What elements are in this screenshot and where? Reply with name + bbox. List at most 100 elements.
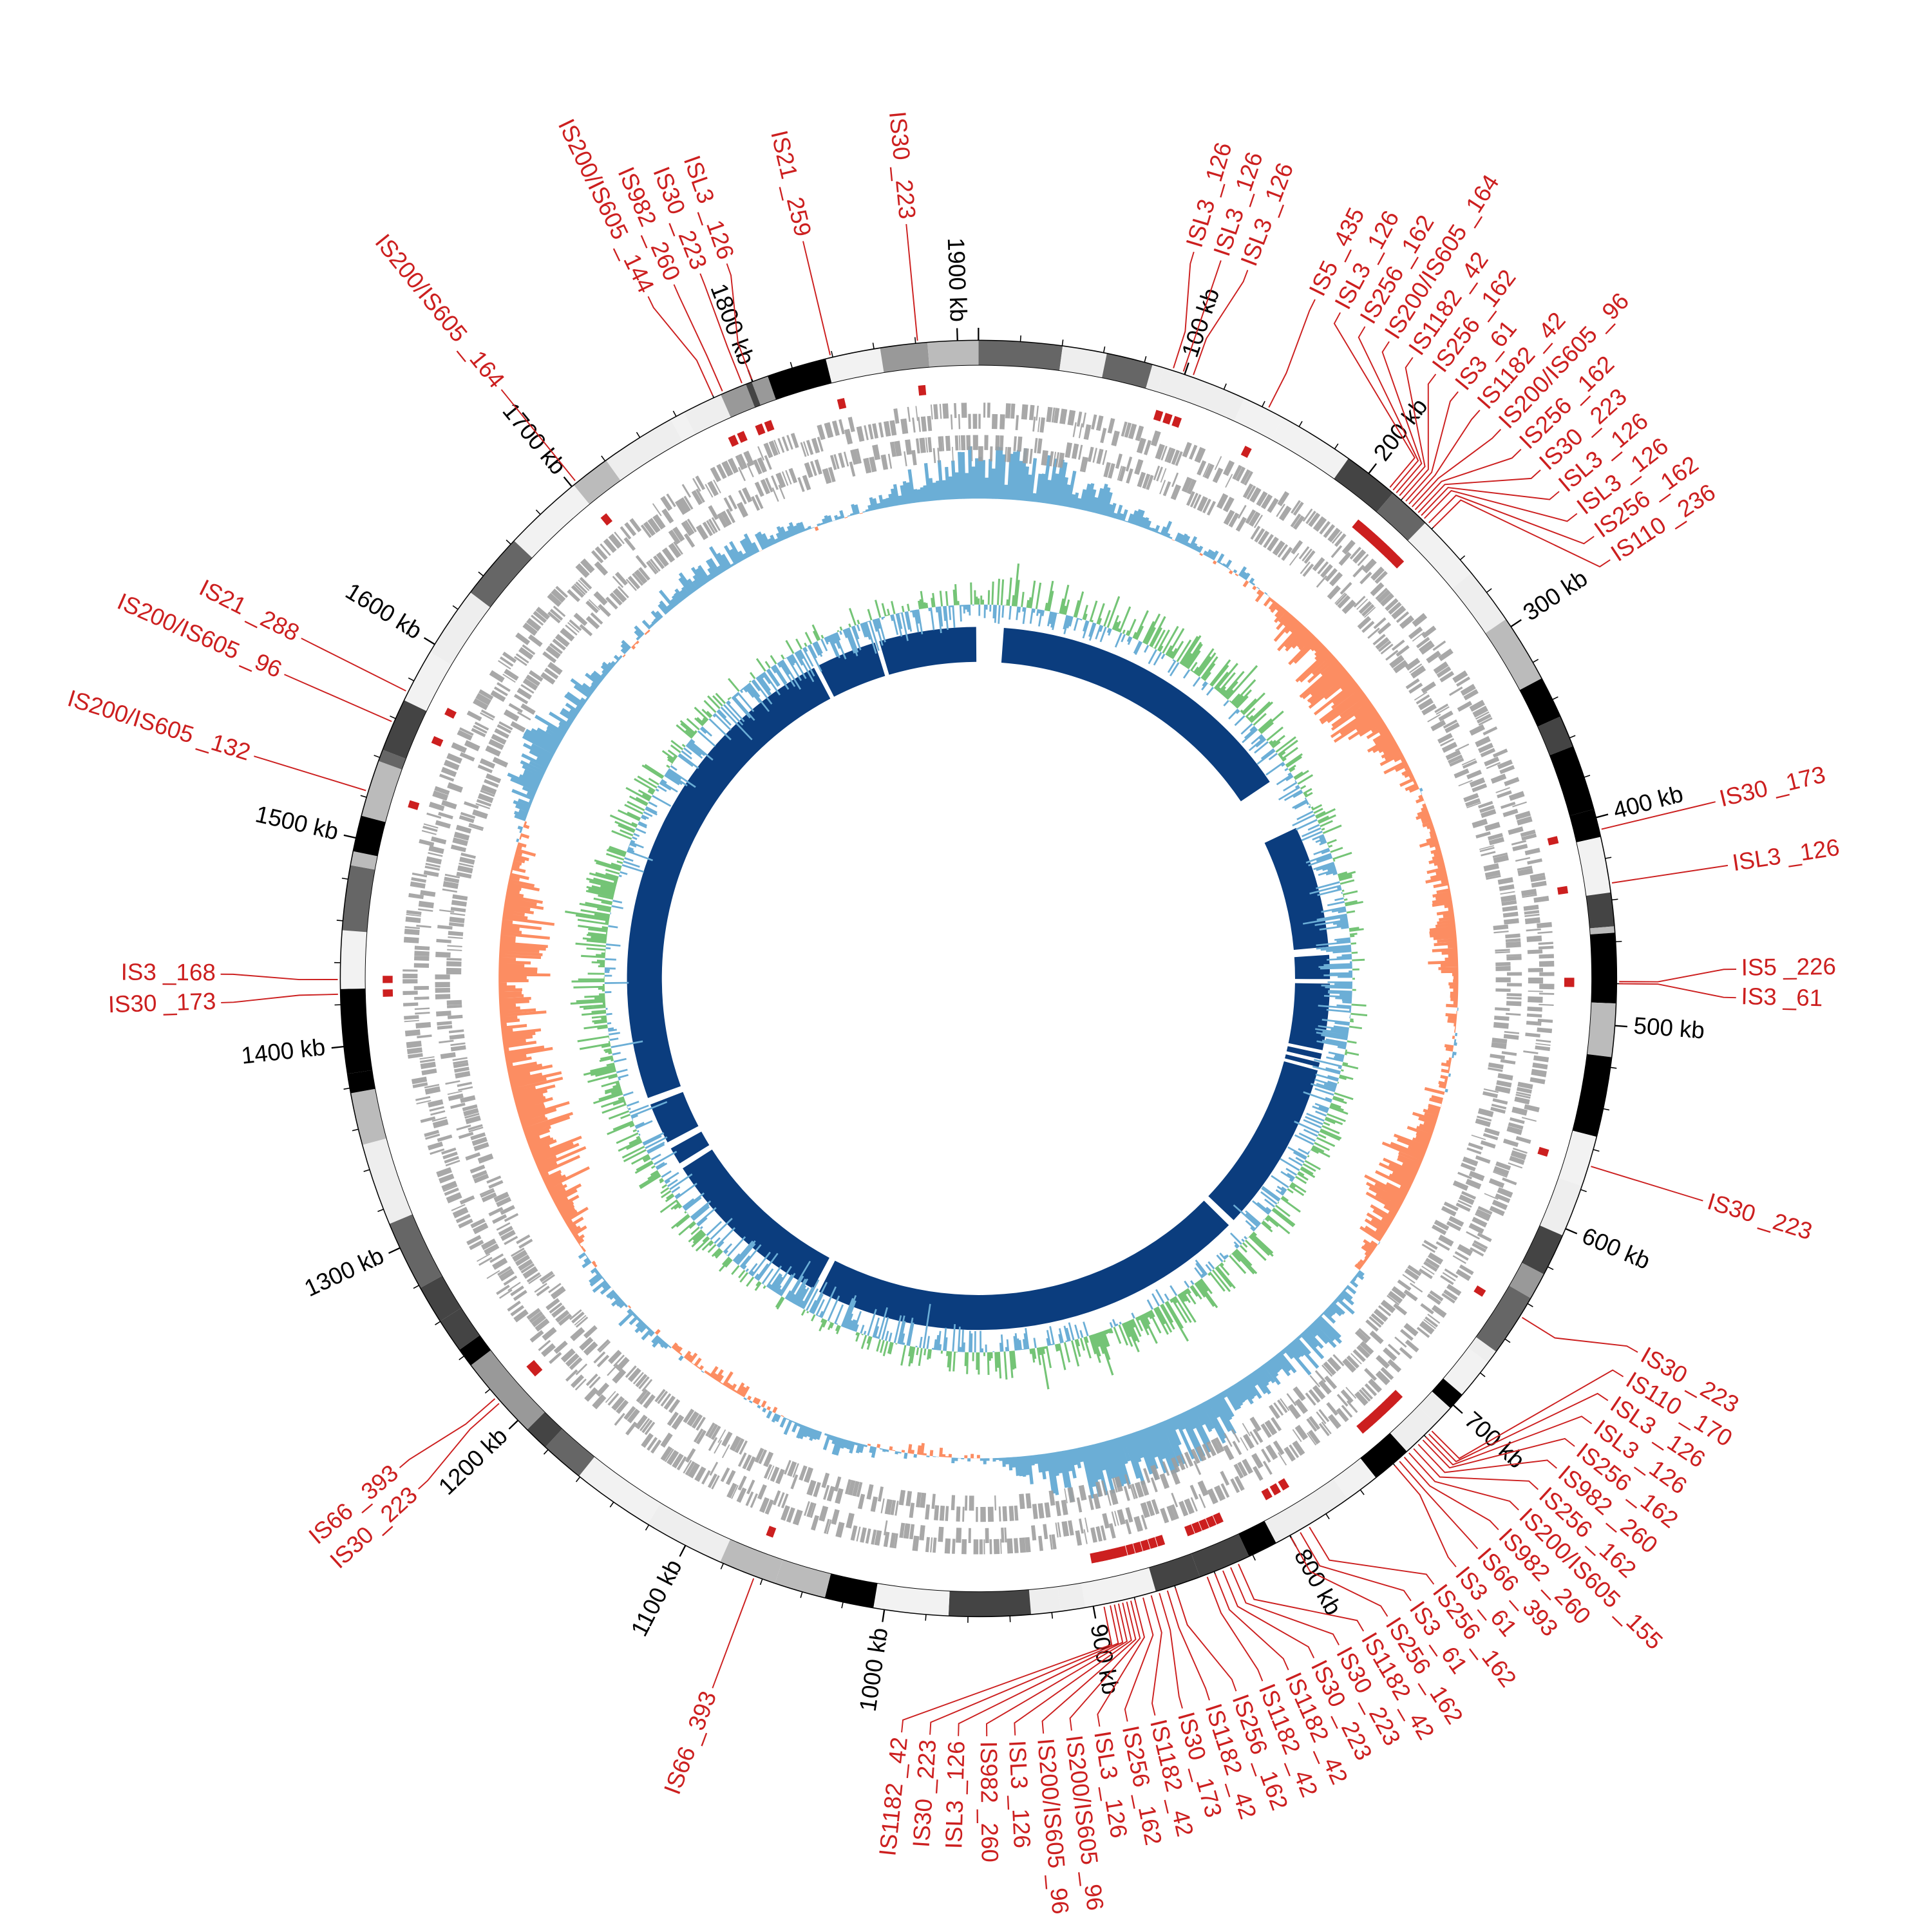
ideogram-band: [350, 1088, 387, 1145]
ideogram-band: [1146, 364, 1164, 392]
major-tick: [1368, 463, 1378, 474]
ideogram-band: [1360, 1433, 1407, 1478]
is-leader-line: [929, 1605, 1119, 1735]
is-leader-line: [673, 284, 723, 392]
is-element-label: IS30 _223: [884, 110, 921, 220]
is-marker: [1369, 535, 1382, 547]
is-marker: [1387, 552, 1400, 565]
major-tick: [331, 1045, 345, 1049]
is-leader-line: [1591, 1166, 1703, 1202]
minor-tick: [1359, 1489, 1365, 1495]
tick-label: 1700 kb: [497, 398, 571, 480]
ideogram-band: [775, 1559, 831, 1598]
ideogram-band: [1059, 346, 1107, 378]
is-marker: [1372, 537, 1385, 550]
is-marker: [1206, 1515, 1217, 1528]
is-element-label: IS66 _393: [659, 1687, 721, 1797]
is-leader-line: [221, 993, 338, 1003]
is-marker: [1198, 1519, 1209, 1531]
ideogram-band: [873, 1583, 950, 1616]
is-leader-line: [1124, 1597, 1154, 1722]
minor-tick: [1479, 1372, 1486, 1378]
minor-tick: [535, 509, 541, 515]
is-marker: [600, 513, 613, 526]
is-leader-line: [901, 1606, 1113, 1733]
is-leader-line: [1433, 499, 1611, 568]
is-marker: [1356, 1421, 1368, 1434]
is-marker: [1382, 1397, 1395, 1410]
minor-tick: [1298, 421, 1303, 427]
is-leader-line: [1159, 1593, 1183, 1709]
minor-tick: [1504, 1338, 1511, 1343]
minor-tick: [1569, 735, 1576, 739]
ideogram-band: [752, 375, 776, 406]
ideogram-band: [342, 865, 375, 933]
minor-tick: [413, 1285, 419, 1289]
ideogram-band: [340, 989, 372, 1074]
is-marker: [1375, 540, 1388, 553]
is-marker: [1537, 1146, 1549, 1157]
ideogram-band: [768, 359, 832, 400]
ideogram-band: [948, 1589, 1032, 1617]
major-tick: [1615, 1025, 1627, 1028]
is-leader-line: [1230, 1567, 1340, 1645]
minor-tick: [872, 343, 875, 349]
minor-tick: [1603, 1108, 1610, 1111]
is-marker: [1378, 542, 1390, 555]
major-tick: [508, 1419, 519, 1430]
is-marker: [737, 431, 748, 443]
is-marker: [764, 420, 775, 432]
ideogram-band: [471, 1350, 545, 1430]
gc-content-positive: [565, 563, 1368, 1390]
is-leader-line: [1428, 1392, 1609, 1463]
ideogram-band: [1417, 1391, 1451, 1424]
ideogram-band: [1586, 892, 1615, 929]
ideogram-band: [927, 340, 979, 368]
is-leader-line: [1358, 326, 1419, 491]
is-leader-line: [1417, 1444, 1557, 1473]
is-element-label: IS30 _173: [1717, 761, 1828, 812]
is-marker: [728, 435, 739, 447]
tick-label: 1900 kb: [943, 237, 972, 322]
is-leader-line: [1405, 391, 1459, 502]
minor-tick: [1262, 401, 1265, 407]
is-marker: [444, 708, 457, 719]
tick-label: 1200 kb: [433, 1423, 513, 1500]
major-tick: [1452, 1404, 1463, 1414]
tick-label: 1000 kb: [855, 1626, 893, 1713]
ideogram-band: [378, 750, 406, 770]
is-marker: [1171, 415, 1182, 428]
tick-label: 1600 kb: [341, 578, 427, 644]
major-tick: [1565, 1227, 1578, 1235]
ideogram-band: [826, 348, 884, 383]
is-leader-line: [1619, 969, 1737, 983]
is-marker: [1162, 413, 1173, 425]
is-element-label: IS982 _260: [976, 1741, 1003, 1863]
minor-tick: [636, 431, 641, 438]
is-element-label: IS3 _168: [121, 959, 216, 986]
ideogram-band: [350, 851, 378, 870]
ideogram-band: [420, 1276, 462, 1321]
minor-tick: [1580, 1189, 1587, 1193]
ideogram-band: [1028, 1586, 1061, 1615]
ideogram-band: [573, 460, 621, 505]
major-tick: [423, 637, 435, 645]
ideogram-band: [978, 340, 1063, 371]
is-leader-line: [1611, 864, 1728, 884]
ideogram-band: [1589, 926, 1615, 935]
minor-tick: [1610, 1066, 1617, 1069]
minor-tick: [720, 1563, 724, 1569]
is-marker: [1240, 446, 1252, 459]
contig-block: [879, 627, 977, 675]
minor-tick: [1334, 443, 1339, 450]
minor-tick: [459, 1356, 464, 1361]
is-marker: [1363, 529, 1376, 542]
minor-tick: [1611, 898, 1618, 901]
is-marker: [1213, 1512, 1224, 1525]
ideogram-band: [353, 815, 386, 857]
minor-tick: [925, 1614, 927, 1621]
is-leader-line: [1238, 1564, 1365, 1632]
minor-tick: [672, 410, 677, 417]
ideogram-band: [1102, 353, 1153, 389]
